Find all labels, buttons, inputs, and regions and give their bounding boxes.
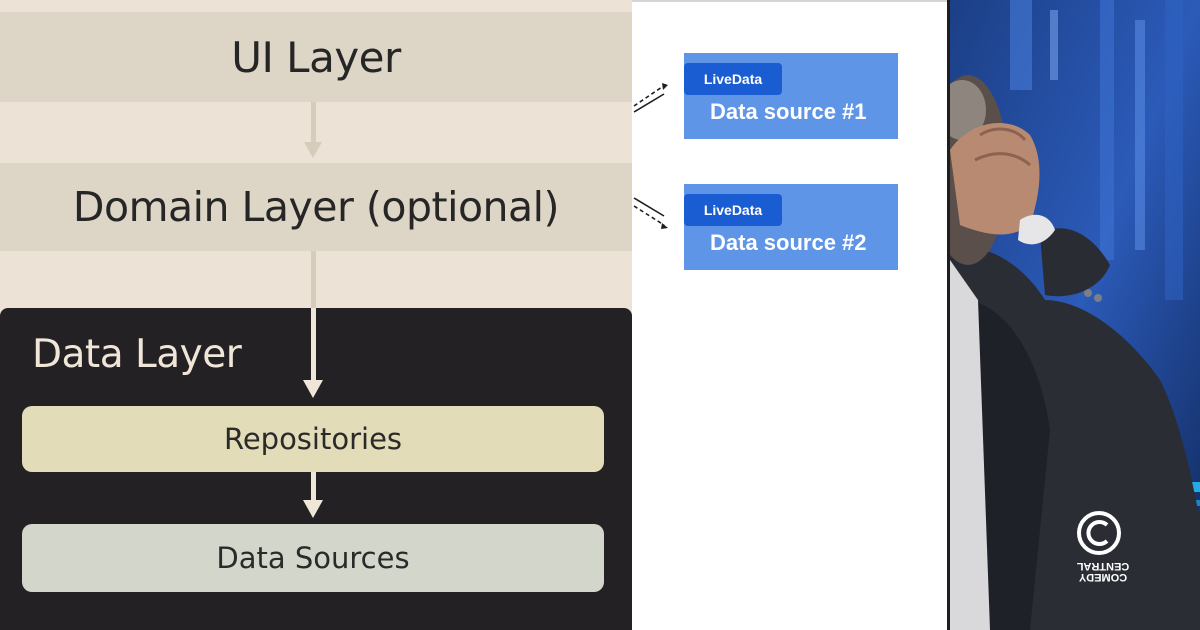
dashed-arrow-1a bbox=[633, 86, 663, 107]
data-source-card-1: LiveData Data source #1 bbox=[684, 53, 898, 139]
comedy-central-watermark: COMEDY CENTRAL bbox=[1076, 560, 1130, 583]
data-source-label: Data source #2 bbox=[710, 230, 867, 255]
repositories-to-sources-arrow bbox=[311, 472, 316, 500]
ui-layer-band: UI Layer bbox=[0, 12, 632, 102]
solid-arrow-1b bbox=[633, 93, 665, 113]
domain-to-data-connector bbox=[311, 251, 316, 308]
livedata-sources-panel: LiveData Data source #1 LiveData Data so… bbox=[632, 0, 950, 630]
domain-to-repositories-arrow bbox=[311, 308, 316, 380]
reaction-photo-panel: COMEDY CENTRAL bbox=[950, 0, 1200, 630]
data-layer-container: Data Layer Repositories Data Sources bbox=[0, 308, 632, 630]
ui-to-domain-arrowhead bbox=[304, 142, 322, 158]
repositories-to-sources-arrowhead bbox=[303, 500, 323, 518]
comedy-central-logo-icon bbox=[1077, 511, 1121, 555]
data-sources-label: Data Sources bbox=[216, 541, 410, 575]
domain-layer-band: Domain Layer (optional) bbox=[0, 163, 632, 251]
solid-arrow-2a bbox=[633, 197, 665, 217]
domain-to-repositories-arrowhead bbox=[303, 380, 323, 398]
architecture-diagram-panel: UI Layer Domain Layer (optional) Data La… bbox=[0, 0, 632, 630]
ui-layer-label: UI Layer bbox=[231, 32, 401, 82]
ui-to-domain-connector bbox=[311, 102, 316, 142]
data-source-card-2: LiveData Data source #2 bbox=[684, 184, 898, 270]
repositories-box: Repositories bbox=[22, 406, 604, 472]
dashed-connector-arrows bbox=[633, 83, 668, 229]
data-sources-box: Data Sources bbox=[22, 524, 604, 592]
dashed-arrow-2b bbox=[633, 205, 665, 226]
reaction-photo bbox=[950, 0, 1200, 630]
data-layer-title: Data Layer bbox=[32, 332, 242, 377]
arrowhead-1 bbox=[662, 83, 668, 90]
data-source-label: Data source #1 bbox=[710, 99, 867, 124]
livedata-chip: LiveData bbox=[684, 194, 782, 226]
arrowhead-2 bbox=[661, 223, 668, 229]
livedata-chip: LiveData bbox=[684, 63, 782, 95]
domain-layer-label: Domain Layer (optional) bbox=[72, 183, 560, 231]
repositories-label: Repositories bbox=[223, 422, 403, 456]
panel-top-rule bbox=[632, 0, 947, 2]
